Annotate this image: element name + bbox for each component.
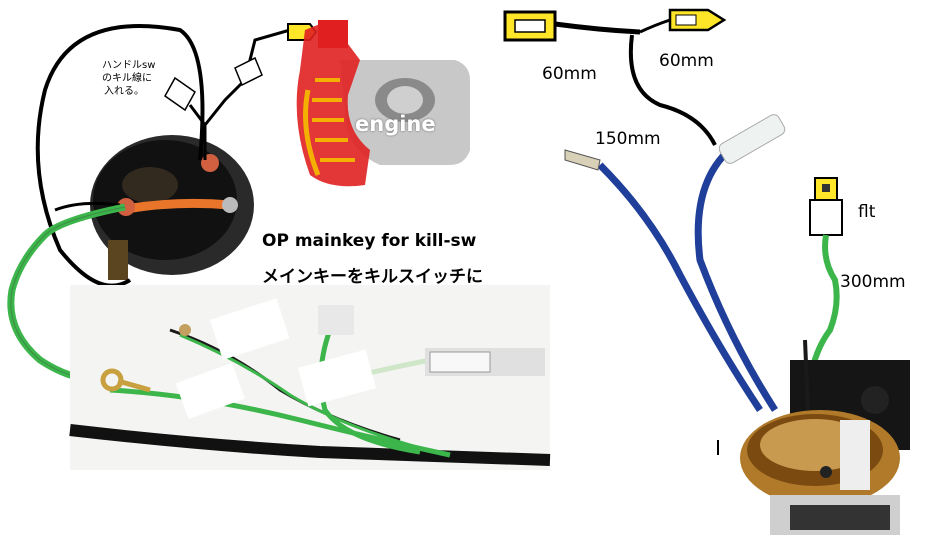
blue-wire-1 <box>597 162 763 412</box>
handle-sw-note-line3: 入れる。 <box>104 86 144 97</box>
right-connector-2 <box>668 8 727 32</box>
flt-label: flt <box>858 202 876 222</box>
harness-photo <box>69 285 551 470</box>
length-left-60: 60mm <box>542 64 597 84</box>
ring-terminal <box>100 368 151 393</box>
length-300: 300mm <box>840 272 906 292</box>
engine-label: engine <box>355 112 436 136</box>
engine-block <box>296 20 470 187</box>
handle-sw-note-line1: ハンドルsw <box>102 60 156 71</box>
title-en: OP mainkey for kill-sw <box>262 231 477 251</box>
green-wire-right <box>807 234 840 381</box>
length-150: 150mm <box>595 129 661 149</box>
main-key-switch-photo <box>90 135 254 280</box>
flt-connector <box>809 177 843 236</box>
length-right-60: 60mm <box>659 51 714 71</box>
ignition-switch-photo <box>717 339 910 535</box>
kill-wire-loop <box>35 24 205 288</box>
right-connector-1 <box>503 10 557 42</box>
handle-sw-note <box>95 55 196 112</box>
title-ja: メインキーをキルスイッチに <box>262 267 483 287</box>
handle-sw-note-line2: のキル線に <box>102 73 152 84</box>
